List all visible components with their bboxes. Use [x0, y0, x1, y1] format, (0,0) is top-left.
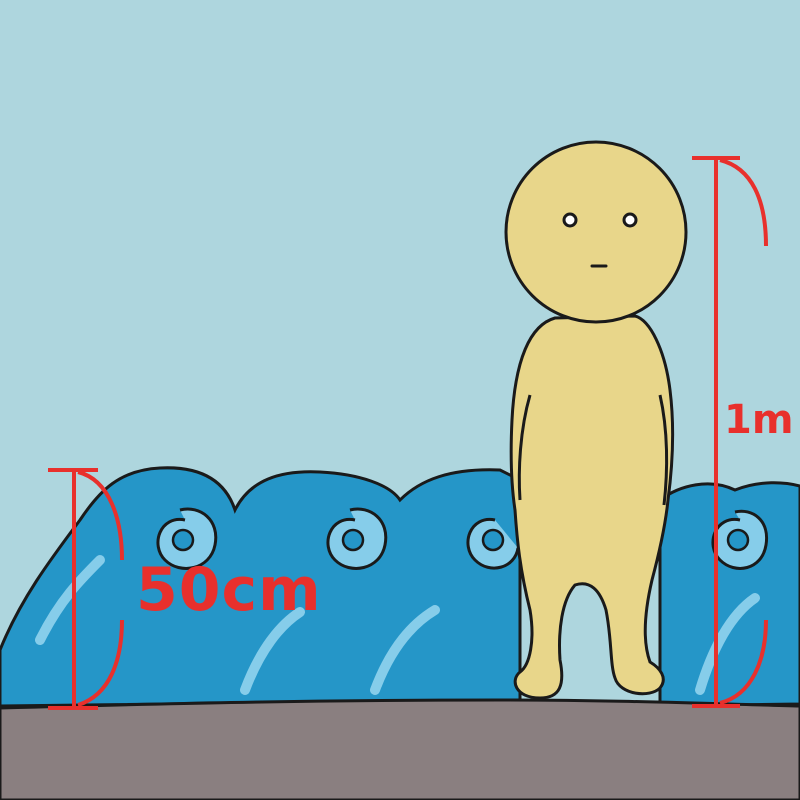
person [504, 140, 688, 700]
person-arm-right [658, 394, 669, 506]
height-marker-1m [692, 156, 768, 708]
waves [0, 466, 800, 708]
wave-height-label: 50cm [136, 555, 322, 625]
person-height-label: 1m [724, 397, 794, 443]
person-arm-left [517, 394, 532, 501]
person-eye-left [562, 212, 578, 228]
wave-highlights [35, 555, 760, 695]
person-eye-right [622, 212, 638, 228]
ground [0, 698, 800, 800]
wave-curl-inner [171, 528, 750, 552]
wave-body [0, 466, 522, 708]
wave-body-right [658, 481, 800, 708]
height-marker-50cm [48, 468, 124, 710]
person-head [504, 140, 688, 324]
person-body [509, 314, 675, 700]
